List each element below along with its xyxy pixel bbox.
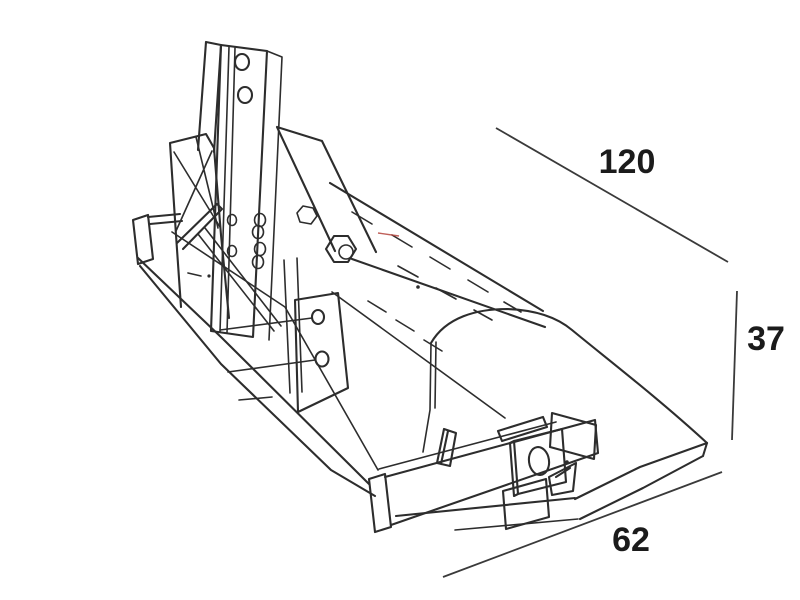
speck-dot-1 bbox=[207, 274, 211, 278]
dimension-line-depth bbox=[442, 471, 723, 578]
clamp-lower-wedge bbox=[547, 461, 578, 497]
dimension-line-length bbox=[495, 127, 729, 263]
bar-end-cap bbox=[367, 472, 393, 534]
shank-hole-2 bbox=[314, 350, 330, 368]
pin-hole-3 bbox=[253, 241, 267, 257]
clamp-plate bbox=[508, 427, 568, 498]
beam-front-ridge bbox=[350, 257, 547, 329]
rail-rear-edge bbox=[171, 231, 379, 471]
rail-tick bbox=[187, 272, 202, 277]
bar-wedge bbox=[435, 427, 458, 468]
dimension-label-height: 37 bbox=[747, 320, 785, 358]
side-plate-curve bbox=[429, 307, 709, 445]
scan-artifact-line bbox=[377, 232, 400, 237]
blade-body bbox=[328, 181, 709, 534]
bar-top-face bbox=[378, 421, 557, 470]
clamp-upper-flange bbox=[496, 415, 549, 443]
hex-bolt-shaft bbox=[338, 244, 354, 260]
mast-rear-edge bbox=[266, 50, 283, 341]
mast-edge-hole-2 bbox=[226, 244, 238, 258]
lower-brace bbox=[197, 227, 282, 332]
blade-bottom-rear bbox=[454, 518, 579, 531]
mast-edge-hole-1 bbox=[226, 213, 238, 227]
pin-hole-2 bbox=[251, 224, 265, 240]
speck-dot-2 bbox=[416, 285, 420, 289]
hitch-arm-top bbox=[146, 212, 184, 226]
arm-bolt-head bbox=[296, 205, 318, 225]
diagonal-brace bbox=[175, 202, 224, 251]
shank-plate bbox=[293, 291, 350, 414]
dimension-label-depth: 62 bbox=[612, 521, 650, 559]
dimension-label-length: 120 bbox=[599, 143, 656, 181]
beam-rear-top-edge bbox=[328, 181, 545, 313]
mast-slot-lines bbox=[219, 46, 236, 334]
dimension-line-height bbox=[731, 290, 738, 441]
upper-arm bbox=[275, 125, 378, 254]
dimension-depth: 62 bbox=[442, 471, 723, 578]
rail-bottom-edge bbox=[138, 264, 377, 498]
gusset-ribs bbox=[173, 136, 221, 232]
pin-hole-4 bbox=[251, 254, 265, 270]
top-link-hole-1 bbox=[233, 52, 251, 72]
mast-lower-edges bbox=[283, 257, 303, 394]
mast-front-plate bbox=[209, 43, 269, 339]
shank-hole-1 bbox=[310, 308, 326, 326]
hitch-frame bbox=[131, 40, 379, 498]
hex-bolt bbox=[324, 234, 358, 264]
side-plate-left-edge bbox=[422, 341, 437, 453]
dimension-annotations: 120 37 62 bbox=[442, 127, 785, 578]
clamp-slot-hole bbox=[527, 446, 551, 476]
side-plate-bottom bbox=[573, 441, 709, 521]
top-link-hole-2 bbox=[236, 85, 254, 105]
beam-floor-edge bbox=[331, 291, 506, 419]
clamp-lower-block bbox=[501, 477, 551, 531]
dimension-height: 37 bbox=[731, 290, 785, 441]
dimension-length: 120 bbox=[495, 127, 729, 263]
clamp-right-flange bbox=[548, 411, 598, 461]
hitch-arm-end-cap bbox=[131, 213, 155, 266]
bolt-shaft-lines bbox=[219, 317, 316, 401]
rail-top-edge bbox=[136, 256, 371, 486]
